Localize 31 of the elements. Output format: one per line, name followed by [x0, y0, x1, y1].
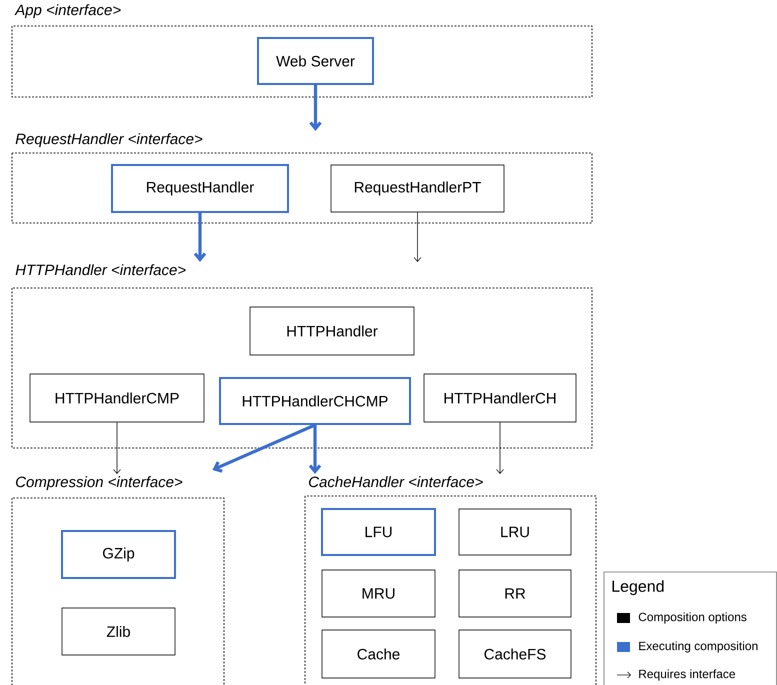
arrow: [414, 212, 422, 262]
group-heading: App <interface>: [14, 4, 121, 18]
component-box: RR: [458, 570, 572, 618]
arrow: [496, 422, 504, 474]
component-box: HTTPHandlerCMP: [30, 374, 204, 422]
arrow: [308, 424, 322, 474]
component-box: CacheFS: [458, 630, 572, 678]
component-box: Cache: [322, 630, 436, 678]
component-box: GZip: [61, 530, 176, 579]
legend-text: Composition options: [638, 612, 746, 624]
component-box: LRU: [458, 508, 572, 556]
legend-text: Requires interface: [639, 669, 736, 681]
arrow: [212, 424, 316, 473]
component-box: RequestHandler: [111, 164, 289, 213]
group-heading: RequestHandler <interface>: [16, 133, 202, 148]
arrow: [113, 422, 121, 474]
legend-title: Legend: [612, 580, 664, 596]
component-box: RequestHandlerPT: [330, 164, 504, 212]
legend-text: Executing composition: [639, 641, 758, 653]
component-box: HTTPHandlerCH: [424, 374, 576, 422]
component-box: LFU: [321, 508, 436, 556]
arrow: [194, 213, 206, 262]
group-heading: CacheHandler <interface>: [309, 476, 483, 488]
component-box: Zlib: [62, 608, 176, 656]
arrow: [309, 85, 322, 131]
group-heading: HTTPHandler <interface>: [16, 264, 186, 276]
component-box: MRU: [322, 570, 436, 618]
group-heading: Compression <interface>: [16, 476, 182, 490]
component-box: HTTPHandler: [250, 306, 414, 356]
component-box: HTTPHandlerCHCMP: [219, 376, 411, 425]
component-box: Web Server: [257, 37, 374, 85]
